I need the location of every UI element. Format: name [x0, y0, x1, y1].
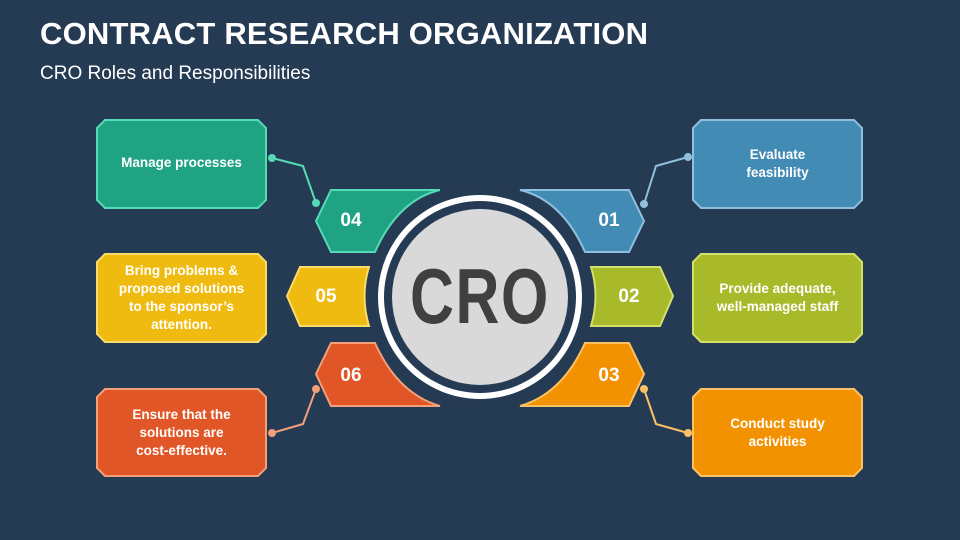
box-text-04: Manage processes	[121, 155, 242, 170]
tab-number-02: 02	[618, 286, 640, 307]
box-01	[692, 119, 863, 209]
tab-04	[314, 189, 441, 253]
box-04	[96, 119, 267, 209]
box-05	[96, 253, 267, 343]
connector-01	[640, 153, 692, 208]
box-text-03: Conduct study activities	[730, 415, 825, 449]
tab-05	[285, 266, 371, 327]
box-06	[96, 388, 267, 477]
tab-number-06: 06	[340, 365, 362, 386]
connector-03	[640, 385, 692, 437]
page-subtitle: CRO Roles and Responsibilities	[40, 63, 311, 84]
tab-03	[519, 342, 646, 407]
center-disc	[392, 209, 568, 385]
tab-02	[589, 266, 675, 327]
center-label: CRO	[410, 251, 550, 340]
box-text-06: Ensure that the solutions are cost-effec…	[132, 406, 231, 458]
tab-number-04: 04	[340, 210, 362, 231]
connector-06	[268, 385, 320, 437]
box-02	[692, 253, 863, 343]
tab-number-03: 03	[598, 365, 620, 386]
page-title: CONTRACT RESEARCH ORGANIZATION	[40, 16, 649, 51]
box-text-01: Evaluate feasibility	[746, 147, 809, 180]
connector-04	[268, 154, 320, 207]
box-text-02: Provide adequate, well-managed staff	[716, 281, 839, 314]
tab-06	[314, 342, 441, 407]
box-03	[692, 388, 863, 477]
tab-number-01: 01	[598, 210, 620, 231]
tab-number-05: 05	[315, 286, 337, 307]
tab-01	[519, 189, 646, 253]
box-text-05: Bring problems & proposed solutions to t…	[118, 263, 245, 332]
